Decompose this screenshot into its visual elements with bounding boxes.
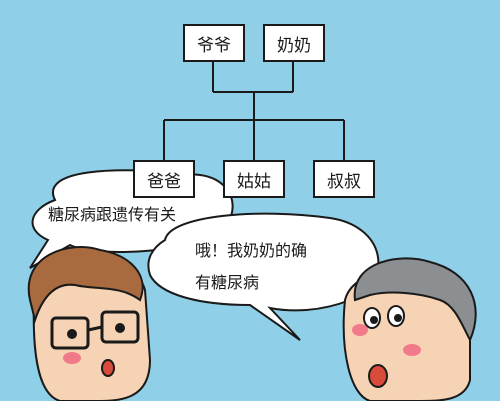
node-grandma: 奶奶 [263,24,325,62]
right-speech-line-2: 有糖尿病 [195,273,260,292]
right-hair [353,257,477,343]
right-blush-a [352,324,368,336]
right-mouth [368,364,388,388]
node-grandpa: 爷爷 [183,24,245,62]
right-pupil-b [394,314,402,322]
left-eye-b [115,323,125,333]
family-tree-connectors [163,62,345,160]
node-uncle: 叔叔 [313,160,375,198]
left-hair [27,246,144,324]
glasses-bridge [87,325,103,332]
left-blush [63,352,81,364]
left-mouth [101,359,115,377]
node-dad: 爸爸 [133,160,195,198]
right-pupil-a [370,316,378,324]
glasses-left-lens [50,316,90,350]
character-right [342,257,477,401]
right-blush-b [403,344,421,356]
right-speech-line-1: 哦！我奶奶的确 [195,241,308,260]
left-speech-text: 糖尿病跟遗传有关 [48,205,177,224]
character-left [27,246,152,401]
left-eye-a [67,329,77,339]
right-speech-bubble [147,212,380,341]
node-aunt: 姑姑 [223,160,285,198]
